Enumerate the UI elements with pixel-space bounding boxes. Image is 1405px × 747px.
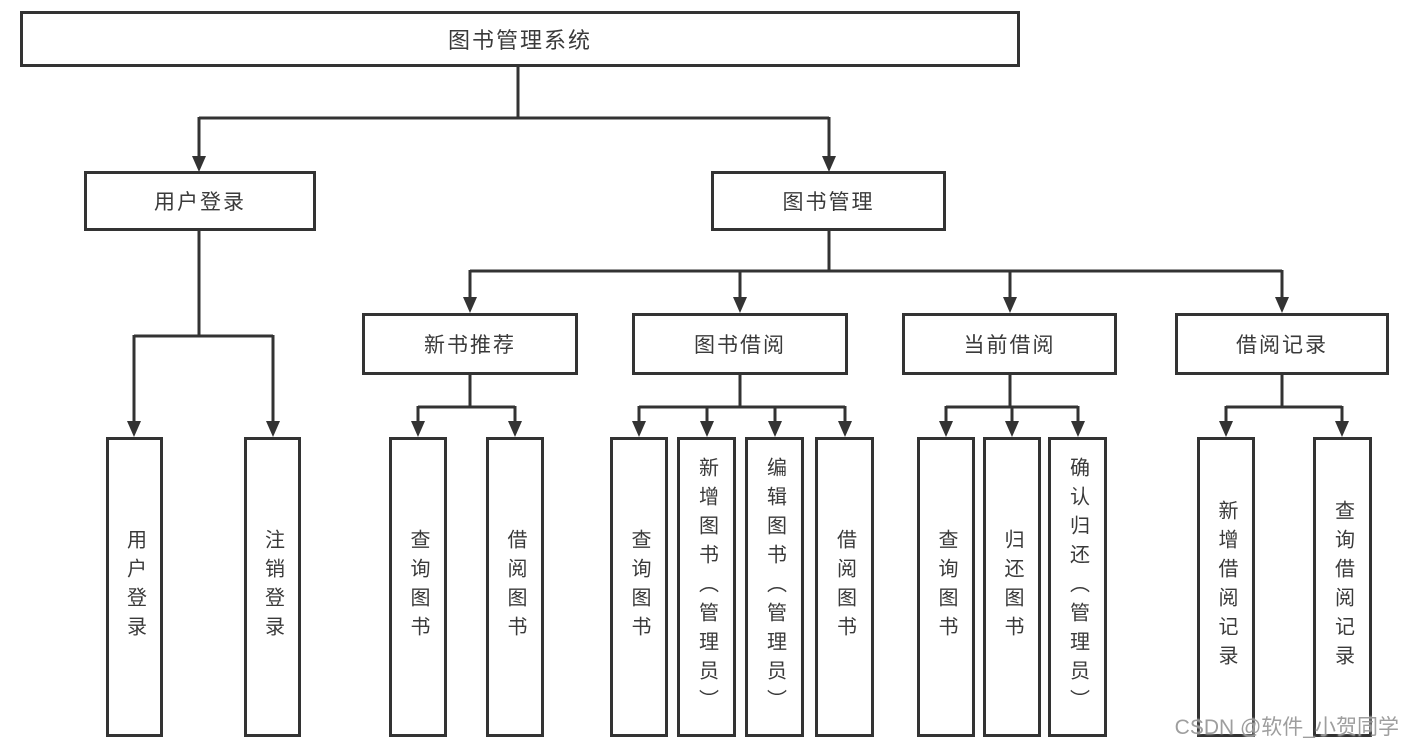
leaf-query-borrow-record: 查询借阅记录 [1313,437,1372,737]
arrow-down-icon [508,421,522,437]
leaf-borrow-books: 借阅图书 [815,437,874,737]
arrowhead-layer [127,156,1349,437]
arrow-down-icon [1003,297,1017,313]
arrow-down-icon [733,297,747,313]
arrow-down-icon [632,421,646,437]
connector-book-mgmt-to-level3 [468,231,1284,299]
leaf-query-books-current: 查询图书 [917,437,975,737]
arrow-down-icon [1005,421,1019,437]
connector-root-to-level2 [197,67,831,158]
leaf-confirm-return-admin: 确认归还（管理员） [1048,437,1107,737]
connector-user-login-to-leaves [132,231,275,423]
arrow-down-icon [1335,421,1349,437]
arrow-down-icon [700,421,714,437]
arrow-down-icon [127,421,141,437]
arrow-down-icon [266,421,280,437]
arrow-down-icon [463,297,477,313]
node-current-borrow: 当前借阅 [902,313,1117,375]
connector-current-borrow-to-leaves [944,374,1080,423]
arrow-down-icon [768,421,782,437]
node-book-management: 图书管理 [711,171,946,231]
leaf-query-books-recommend: 查询图书 [389,437,447,737]
arrow-down-icon [838,421,852,437]
leaf-return-book: 归还图书 [983,437,1041,737]
arrow-down-icon [1071,421,1085,437]
leaf-user-login: 用户登录 [106,437,163,737]
node-book-borrow: 图书借阅 [632,313,848,375]
arrow-down-icon [1275,297,1289,313]
connector-lines [132,67,1344,423]
node-user-login: 用户登录 [84,171,316,231]
leaf-query-books-borrow: 查询图书 [610,437,668,737]
connector-book-borrow-to-leaves [637,374,847,423]
arrow-down-icon [192,156,206,172]
csdn-watermark: CSDN @软件_小贺同学 [1174,716,1399,739]
arrow-down-icon [822,156,836,172]
node-library-management-system: 图书管理系统 [20,11,1020,67]
arrow-down-icon [411,421,425,437]
leaf-add-book-admin: 新增图书（管理员） [677,437,736,737]
arrow-down-icon [939,421,953,437]
connector-borrow-records-to-leaves [1224,374,1344,423]
arrow-down-icon [1219,421,1233,437]
leaf-borrow-books-recommend: 借阅图书 [486,437,544,737]
leaf-add-borrow-record: 新增借阅记录 [1197,437,1255,737]
node-new-book-recommend: 新书推荐 [362,313,578,375]
node-borrow-records: 借阅记录 [1175,313,1389,375]
connector-new-book-to-leaves [416,374,517,423]
leaf-logout: 注销登录 [244,437,301,737]
leaf-edit-book-admin: 编辑图书（管理员） [745,437,804,737]
